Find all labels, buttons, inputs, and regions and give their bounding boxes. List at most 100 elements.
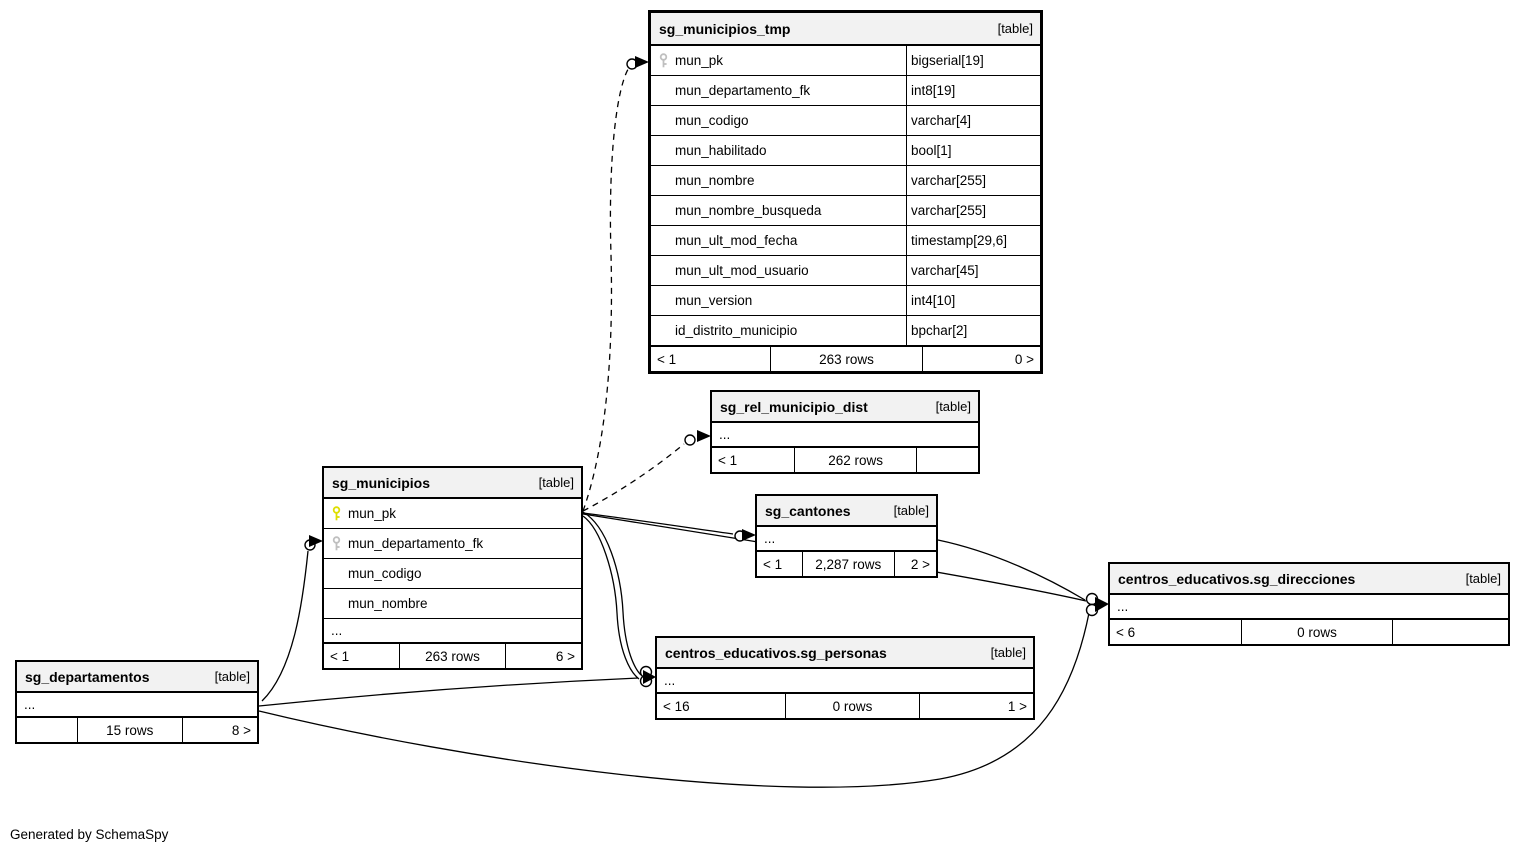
footer-children[interactable]: 8 >: [231, 722, 251, 738]
column-row-mun_nombre_busqueda: mun_nombre_busqueda varchar[255]: [651, 196, 1040, 226]
ellipsis-label: ...: [664, 673, 676, 688]
column-name: mun_version: [675, 293, 753, 308]
footer-row-count: 2,287 rows: [801, 552, 895, 576]
key-glyph: [332, 535, 340, 550]
column-type: bool[1]: [906, 136, 1040, 165]
table-sg_cantones[interactable]: sg_cantones[table]... < 1 2,287 rows 2 >: [755, 494, 938, 578]
table-name[interactable]: sg_cantones: [765, 502, 851, 519]
column-name: mun_codigo: [348, 566, 422, 581]
key-spacer: [651, 256, 675, 285]
ellipsis-label: ...: [764, 531, 776, 546]
edge-sg_departamentos-sg_municipios: [261, 550, 309, 702]
footer-parents[interactable]: [17, 718, 77, 742]
column-type: varchar[4]: [906, 106, 1040, 135]
key-spacer: [651, 316, 675, 345]
column-type: varchar[45]: [906, 256, 1040, 285]
edge-sg_cantones-sg_direcciones: [937, 539, 1086, 601]
column-name: mun_pk: [348, 506, 397, 521]
footer-parents[interactable]: < 1: [718, 452, 738, 468]
column-row-ellipsis: ...: [712, 423, 978, 447]
footer-parents[interactable]: < 1: [763, 556, 783, 572]
ellipsis-label: ...: [24, 697, 36, 712]
footer-row-count: 0 rows: [784, 694, 921, 718]
table-name[interactable]: centros_educativos.sg_personas: [665, 644, 887, 661]
table-name[interactable]: sg_rel_municipio_dist: [720, 398, 868, 415]
column-type: int8[19]: [906, 76, 1040, 105]
column-row-ellipsis: ...: [657, 669, 1033, 693]
footer-row-count: 263 rows: [398, 644, 507, 668]
table-type-label: [table]: [538, 475, 574, 490]
table-type-label: [table]: [214, 669, 250, 684]
table-name[interactable]: sg_municipios_tmp: [659, 20, 791, 37]
column-name: id_distrito_municipio: [675, 323, 798, 338]
footer-parents[interactable]: < 1: [330, 648, 350, 664]
footer-children[interactable]: 0 >: [1014, 351, 1034, 367]
footer-children[interactable]: 1 >: [1007, 698, 1027, 714]
column-row-mun_ult_mod_usuario: mun_ult_mod_usuario varchar[45]: [651, 256, 1040, 286]
table-type-label: [table]: [990, 645, 1026, 660]
column-name: mun_nombre: [348, 596, 428, 611]
table-header[interactable]: sg_departamentos [table]: [17, 662, 257, 693]
edge-sg_departamentos-sg_personas: [258, 677, 639, 707]
key-spacer: [651, 286, 675, 315]
footer-children[interactable]: [1393, 620, 1508, 644]
key-glyph: [332, 505, 340, 520]
table-name[interactable]: centros_educativos.sg_direcciones: [1118, 570, 1356, 587]
key-spacer: [651, 196, 675, 225]
column-row-mun_version: mun_version int4[10]: [651, 286, 1040, 316]
table-header[interactable]: sg_cantones[table]: [757, 496, 936, 527]
column-row-mun_departamento_fk: mun_departamento_fk: [324, 529, 581, 559]
key-spacer: [651, 106, 675, 135]
footer-children[interactable]: [917, 448, 978, 472]
table-type-label: [table]: [997, 21, 1033, 36]
table-header[interactable]: sg_rel_municipio_dist[table]: [712, 392, 978, 423]
column-name: mun_departamento_fk: [348, 536, 484, 551]
footer-children[interactable]: 6 >: [555, 648, 575, 664]
column-row-mun_nombre: mun_nombre: [324, 589, 581, 619]
column-type: timestamp[29,6]: [906, 226, 1040, 255]
table-footer: < 1 2,287 rows 2 >: [757, 551, 936, 576]
ellipsis-label: ...: [719, 427, 731, 442]
table-header[interactable]: centros_educativos.sg_direcciones [table]: [1110, 564, 1508, 595]
edge-sg_departamentos-sg_direcciones: [258, 612, 1090, 788]
column-name: mun_ult_mod_usuario: [675, 263, 809, 278]
table-sg_municipios[interactable]: sg_municipios [table] mun_pk mun_departamen…: [322, 466, 583, 670]
column-row-ellipsis: ...: [757, 527, 936, 551]
table-header[interactable]: centros_educativos.sg_personas [table]: [657, 638, 1033, 669]
column-name: mun_nombre_busqueda: [675, 203, 822, 218]
footer-children[interactable]: 2 >: [910, 556, 930, 572]
table-header[interactable]: sg_municipios_tmp [table]: [651, 13, 1040, 46]
footer-row-count: 262 rows: [794, 448, 917, 472]
table-centros_educativos-sg_personas[interactable]: centros_educativos.sg_personas [table]...…: [655, 636, 1035, 720]
table-header[interactable]: sg_municipios [table]: [324, 468, 581, 499]
table-footer: < 1 263 rows 6 >: [324, 643, 581, 668]
table-name[interactable]: sg_departamentos: [25, 668, 150, 685]
column-name: mun_habilitado: [675, 143, 767, 158]
edge-arrowhead: [1095, 597, 1109, 612]
table-footer: < 1 262 rows: [712, 447, 978, 472]
table-name[interactable]: sg_municipios: [332, 474, 431, 491]
column-row-mun_codigo: mun_codigo: [324, 559, 581, 589]
table-type-label: [table]: [1465, 571, 1501, 586]
column-name: mun_codigo: [675, 113, 749, 128]
generated-by-label: Generated by SchemaSpy: [10, 827, 169, 842]
footer-row-count: 263 rows: [769, 347, 924, 371]
ellipsis-label: ...: [1117, 599, 1129, 614]
footer-parents[interactable]: < 6: [1116, 624, 1136, 640]
edge-arrowhead: [697, 430, 711, 442]
footer-parents[interactable]: < 16: [663, 698, 690, 714]
table-centros_educativos-sg_direcciones[interactable]: centros_educativos.sg_direcciones [table]…: [1108, 562, 1510, 646]
footer-parents[interactable]: < 1: [657, 351, 677, 367]
column-type: int4[10]: [906, 286, 1040, 315]
table-sg_rel_municipio_dist[interactable]: sg_rel_municipio_dist[table]... < 1 262 ro…: [710, 390, 980, 474]
edge-arrowhead: [643, 670, 656, 684]
column-type: varchar[255]: [906, 196, 1040, 225]
key-spacer: [651, 166, 675, 195]
foreign-key-icon: [651, 46, 675, 75]
